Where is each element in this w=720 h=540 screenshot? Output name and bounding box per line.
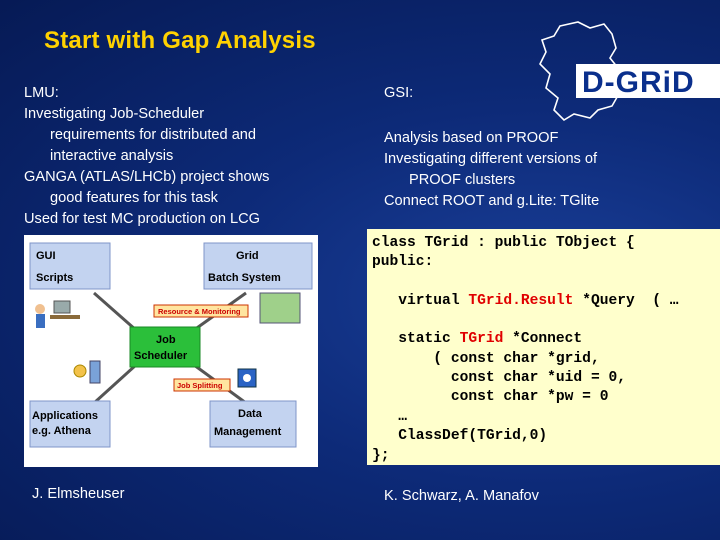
gsi-heading: GSI: — [384, 85, 414, 101]
job-splitting-tag — [173, 378, 231, 392]
batch-label: Batch System — [208, 272, 281, 284]
code-line: virtual TGrid.Result *Query ( … — [372, 292, 720, 311]
gsi-line: Investigating different versions of — [384, 151, 598, 167]
code-line: const char *uid = 0, — [372, 369, 626, 386]
job-splitting-label: Job Splitting — [177, 381, 223, 390]
code-highlight: TGrid — [459, 331, 504, 348]
code-line: public: — [372, 254, 434, 271]
connector-line — [92, 363, 138, 405]
user-at-desk-icon — [35, 300, 80, 328]
grid-box — [203, 242, 313, 290]
code-text: *Query ( … — [573, 292, 679, 309]
slide-title: Start with Gap Analysis — [44, 27, 316, 54]
gui-label: GUI — [36, 250, 56, 262]
code-line: static TGrid *Connect — [372, 330, 720, 349]
code-highlight: TGrid.Result — [468, 292, 574, 309]
code-text: *Connect — [503, 331, 583, 348]
code-gap — [372, 311, 720, 330]
athena-label: e.g. Athena — [32, 425, 92, 437]
lmu-heading: LMU: — [24, 85, 59, 101]
code-text: virtual — [372, 292, 469, 309]
code-line: ( const char *grid, — [372, 350, 600, 367]
world-map-icon — [259, 292, 301, 324]
germany-map-outline — [539, 21, 621, 122]
job-scheduler-box — [129, 326, 201, 368]
logo-band — [576, 64, 720, 98]
management-label: Management — [214, 426, 282, 438]
data-label: Data — [238, 408, 263, 420]
scheduler-label: Scheduler — [134, 350, 188, 362]
gsi-column: GSI: Analysis based on PROOF Investigati… — [384, 83, 714, 212]
logo-text: D-GRiD — [582, 66, 695, 99]
scripts-label: Scripts — [36, 272, 73, 284]
connector-line — [93, 291, 137, 332]
applications-box — [29, 400, 111, 448]
spacer — [384, 104, 714, 128]
lmu-line: Investigating Job-Scheduler — [24, 106, 205, 122]
applications-label: Applications — [32, 410, 98, 422]
resource-monitoring-tag — [153, 304, 249, 318]
tgrid-code-listing: class TGrid : public TObject { public: vi… — [367, 229, 720, 465]
lmu-line: interactive analysis — [50, 148, 174, 164]
author-right: K. Schwarz, A. Manafov — [384, 488, 539, 504]
code-line: }; — [372, 447, 390, 464]
code-line: class TGrid : public TObject { — [372, 235, 635, 251]
lmu-line: good features for this task — [50, 190, 218, 206]
disk-icon — [237, 368, 257, 388]
resource-monitoring-label: Resource & Monitoring — [158, 307, 241, 316]
grid-label: Grid — [236, 250, 259, 262]
lmu-line: Used for test MC production on LCG — [24, 211, 261, 227]
data-management-box — [209, 400, 297, 448]
dgrid-logo: D-GRiD — [539, 21, 720, 122]
code-text: static — [372, 331, 460, 348]
gsi-line: PROOF clusters — [409, 172, 516, 188]
job-label: Job — [156, 334, 176, 346]
lmu-line: GANGA (ATLAS/LHCb) project shows — [24, 169, 270, 185]
gui-box — [29, 242, 111, 290]
code-line: … — [372, 408, 408, 425]
author-left: J. Elmsheuser — [32, 486, 125, 502]
lmu-column: LMU: Investigating Job-Scheduler require… — [24, 83, 354, 230]
code-line: ClassDef(TGrid,0) — [372, 428, 548, 445]
code-line: const char *pw = 0 — [372, 389, 609, 406]
lmu-line: requirements for distributed and — [50, 127, 257, 143]
tools-icon — [73, 360, 101, 384]
job-scheduler-diagram: GUI Scripts Grid Batch System Resource &… — [24, 235, 318, 467]
code-gap — [372, 273, 720, 292]
gsi-line: Connect ROOT and g.Lite: TGlite — [384, 193, 600, 209]
gsi-line: Analysis based on PROOF — [384, 130, 559, 146]
